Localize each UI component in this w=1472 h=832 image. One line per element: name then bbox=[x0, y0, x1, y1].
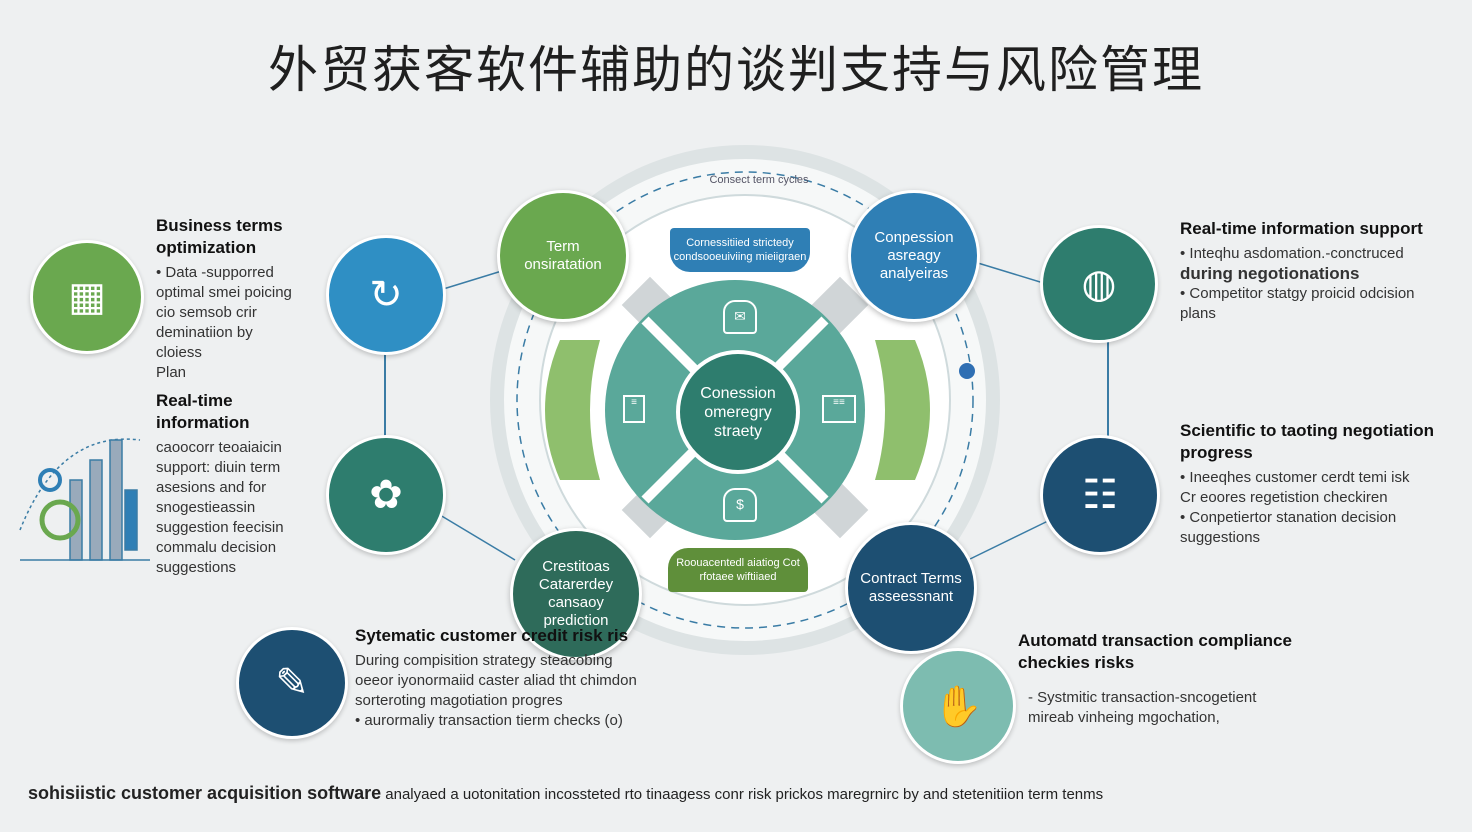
node-contract[interactable]: Contract Terms asseessnant bbox=[845, 522, 977, 654]
item-heading: Real-time information bbox=[156, 391, 250, 432]
meeting-icon: ☷ bbox=[1040, 435, 1160, 555]
handshake-icon: ✋ bbox=[900, 648, 1016, 764]
globe-icon: ◍ bbox=[1040, 225, 1158, 343]
left-item-1: Business terms optimization • Data -supp… bbox=[156, 215, 321, 383]
item-line: caoocorr teoaiaicin bbox=[156, 439, 282, 456]
lock-icon: ✉ bbox=[723, 300, 757, 334]
item-line: cloiess bbox=[156, 344, 202, 361]
node-credit[interactable]: Crestitoas Catarerdey cansaoy prediction bbox=[510, 528, 642, 660]
node-label: Contract Terms asseessnant bbox=[860, 570, 962, 605]
node-concession[interactable]: Conpession asreagy analyeiras bbox=[848, 190, 980, 322]
item-line: suggestion feecisin bbox=[156, 519, 284, 536]
item-heading: Scientific to taoting negotiation progre… bbox=[1180, 421, 1435, 462]
item-line: sorteroting magotiation progres bbox=[355, 692, 563, 709]
right-item-2: Scientific to taoting negotiation progre… bbox=[1180, 420, 1465, 548]
item-line: support: diuin term bbox=[156, 459, 281, 476]
item-line: deminatiion by bbox=[156, 324, 253, 341]
connector bbox=[439, 514, 516, 561]
pen-icon: ✎ bbox=[236, 627, 348, 739]
node-label: Conpession asreagy analyeiras bbox=[874, 229, 954, 282]
left-illustration bbox=[19, 438, 150, 561]
left-arc bbox=[545, 340, 600, 480]
item-line: cio semsob crir bbox=[156, 304, 257, 321]
document-icon: ≡≡ bbox=[822, 395, 856, 423]
left-item-3: Sytematic customer credit risk ris Durin… bbox=[355, 625, 685, 731]
left-item-2: Real-time information caoocorr teoaiaici… bbox=[156, 390, 326, 578]
item-line: plans bbox=[1180, 305, 1216, 322]
spreadsheet-icon: ▦ bbox=[30, 240, 144, 354]
connector bbox=[967, 519, 1051, 561]
right-item-1: Real-time information support • Inteqhu … bbox=[1180, 218, 1465, 324]
item-line: snogestieassin bbox=[156, 499, 256, 516]
dot-marker bbox=[959, 363, 975, 379]
footer-strong: sohisiistic customer acquisition softwar… bbox=[28, 783, 382, 803]
page-title: 外贸获客软件辅助的谈判支持与风险管理 bbox=[268, 41, 1204, 99]
item-line: Plan bbox=[156, 364, 187, 381]
banner-top: Cornessitiied strictedy condsooeuiviing … bbox=[670, 228, 810, 272]
connector bbox=[967, 259, 1051, 286]
item-line: • Data -supporred bbox=[156, 264, 274, 281]
item-line: suggestions bbox=[156, 559, 237, 576]
item-line: commalu decision bbox=[156, 539, 277, 556]
node-term[interactable]: Term onsiratation bbox=[497, 190, 629, 322]
refresh-icon: ↻ bbox=[326, 235, 446, 355]
item-heading: Real-time information support bbox=[1180, 219, 1423, 238]
node-label: Crestitoas Catarerdey cansaoy prediction bbox=[538, 558, 614, 629]
item-line: oeeor iyonormaiid caster aliad tht chimd… bbox=[355, 672, 637, 689]
item-line: asesions and for bbox=[156, 479, 267, 496]
item-line: mireab vinheing mgochation, bbox=[1028, 709, 1220, 726]
banner-bottom: Roouacentedl aiatiog Cot rfotaee wiftiia… bbox=[668, 548, 808, 592]
right-item-3: Automatd transaction compliance checkies… bbox=[1018, 630, 1318, 728]
item-heading: Automatd transaction compliance checkies… bbox=[1018, 631, 1292, 672]
item-line: Cr eoores regetistion checkiren bbox=[1180, 489, 1388, 506]
item-line: suggestions bbox=[1180, 529, 1261, 546]
item-line: - Systmitic transaction-sncogetient bbox=[1028, 689, 1257, 706]
network-icon: ✿ bbox=[326, 435, 446, 555]
item-heading: Sytematic customer credit risk ris bbox=[355, 626, 629, 645]
item-line: • Ineeqhes customer cerdt temi isk bbox=[1180, 469, 1410, 486]
right-arc bbox=[875, 340, 930, 480]
item-line: • aurormaliy transaction tierm checks (o… bbox=[355, 712, 623, 729]
ring-label: Consect term cycles bbox=[709, 174, 809, 186]
connector bbox=[439, 269, 506, 291]
footer-caption: sohisiistic customer acquisition softwar… bbox=[28, 783, 1448, 804]
center-core bbox=[676, 350, 800, 474]
item-heading: Business terms optimization bbox=[156, 216, 283, 257]
item-line: During compisition strategy steacobing bbox=[355, 652, 613, 669]
lock-icon: $ bbox=[723, 488, 757, 522]
item-line: • Conpetiertor stanation decision bbox=[1180, 509, 1397, 526]
item-line: optimal smei poicing bbox=[156, 284, 292, 301]
dashed-ring bbox=[516, 171, 974, 629]
center-hub: Conession omeregry straety bbox=[700, 384, 776, 440]
footer-rest: analyaed a uotonitation incossteted rto … bbox=[381, 786, 1104, 803]
node-label: Term onsiratation bbox=[524, 238, 602, 273]
item-subhead: during negotionations bbox=[1180, 264, 1360, 283]
document-icon: ≡ bbox=[623, 395, 645, 423]
item-line: • Competitor statgy proicid odcision bbox=[1180, 285, 1415, 302]
item-line: • Inteqhu asdomation.-conctruced bbox=[1180, 245, 1404, 262]
